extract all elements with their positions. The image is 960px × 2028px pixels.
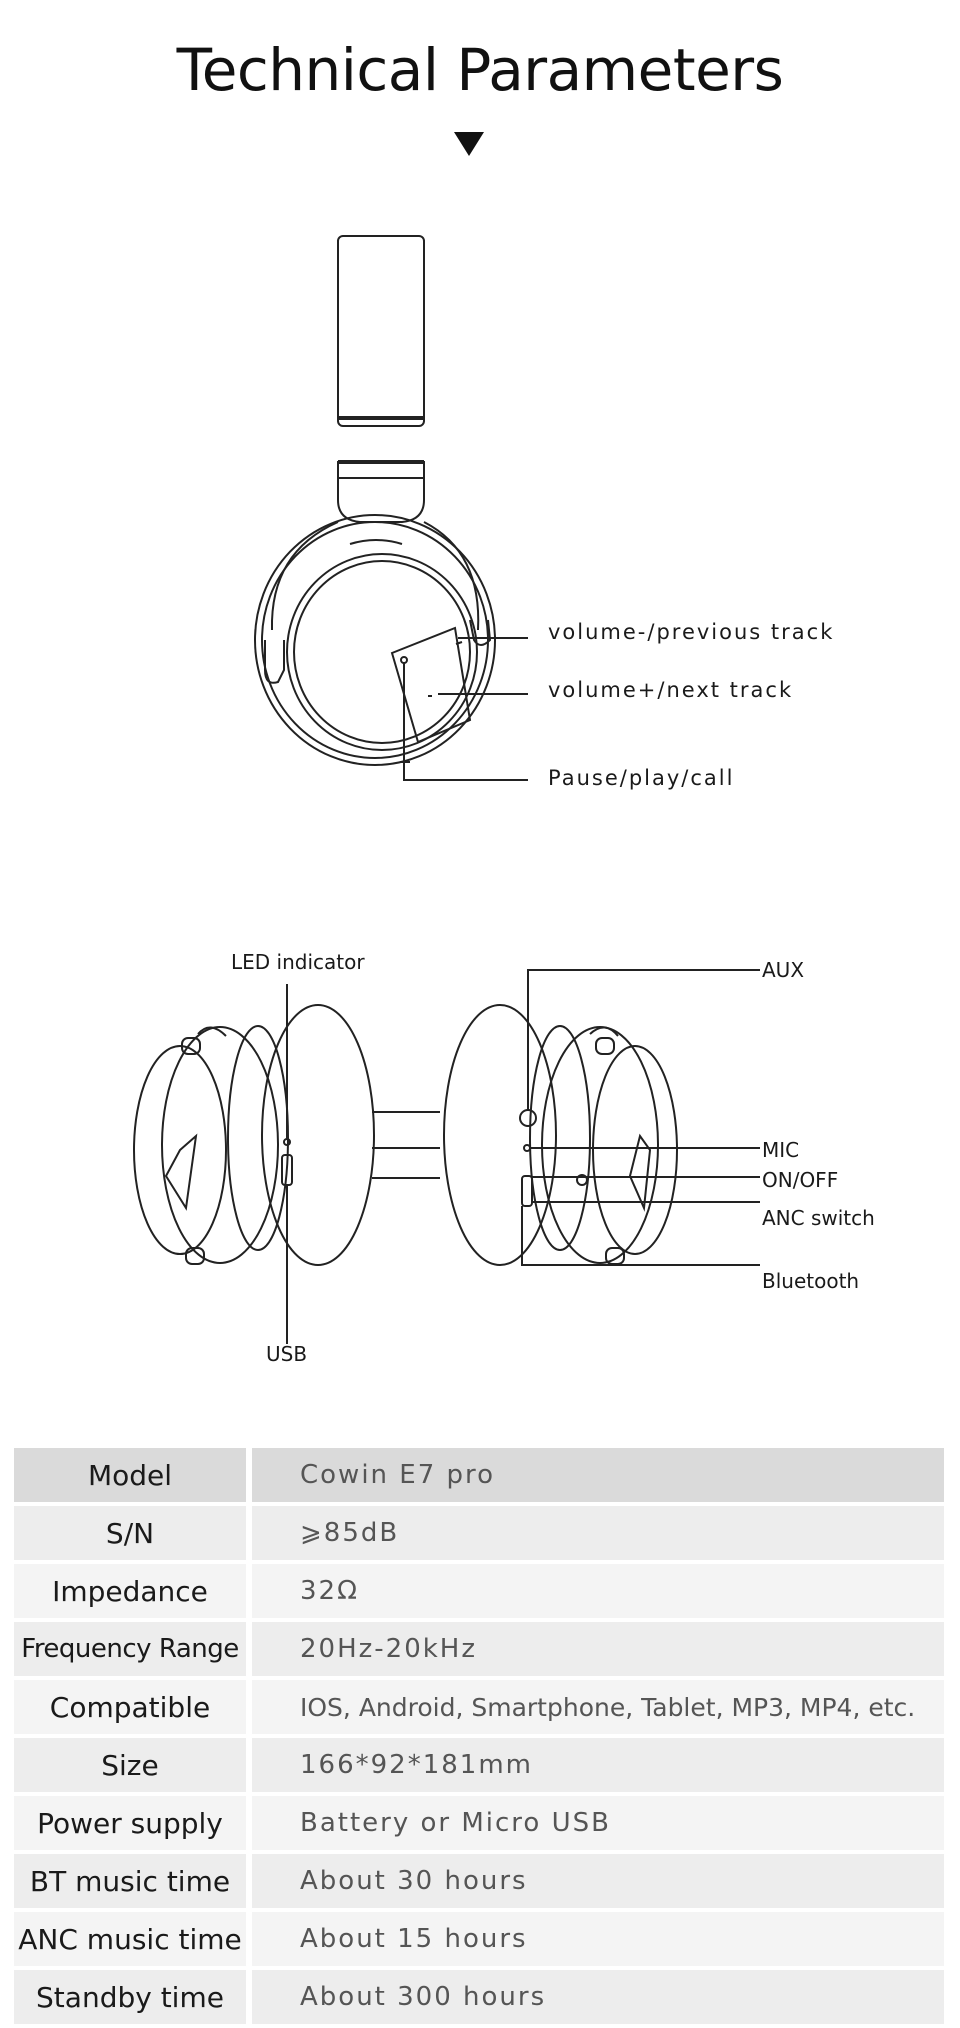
spec-label: Compatible: [14, 1680, 252, 1734]
table-row: ANC music time About 15 hours: [14, 1912, 944, 1966]
headphone-front-diagram: LED indicator USB AUX MIC ON/OFF ANC swi…: [0, 940, 960, 1380]
spec-label: Size: [14, 1738, 252, 1792]
headphone-side-diagram: volume-/previous track volume+/next trac…: [0, 200, 960, 820]
spec-value: ⩾85dB: [252, 1506, 944, 1560]
callout-bluetooth: Bluetooth: [762, 1269, 860, 1293]
spec-value: About 30 hours: [252, 1854, 944, 1908]
table-row: Standby time About 300 hours: [14, 1970, 944, 2024]
spec-value: 166*92*181mm: [252, 1738, 944, 1792]
spec-value: About 300 hours: [252, 1970, 944, 2024]
table-row: Model Cowin E7 pro: [14, 1448, 944, 1502]
table-row: Power supply Battery or Micro USB: [14, 1796, 944, 1850]
spec-label: Power supply: [14, 1796, 252, 1850]
callout-volume-up: volume+/next track: [548, 678, 794, 702]
callout-aux: AUX: [762, 958, 805, 982]
table-row: Size 166*92*181mm: [14, 1738, 944, 1792]
spec-value: IOS, Android, Smartphone, Tablet, MP3, M…: [252, 1680, 944, 1734]
spec-value: About 15 hours: [252, 1912, 944, 1966]
spec-label: Impedance: [14, 1564, 252, 1618]
page-title: Technical Parameters: [176, 36, 784, 104]
spec-value: 32Ω: [252, 1564, 944, 1618]
callout-on-off: ON/OFF: [762, 1168, 839, 1192]
callout-usb: USB: [266, 1342, 308, 1366]
spec-label: BT music time: [14, 1854, 252, 1908]
down-arrow-icon: [454, 132, 484, 156]
spec-label: Model: [14, 1448, 252, 1502]
table-row: S/N ⩾85dB: [14, 1506, 944, 1560]
spec-label: ANC music time: [14, 1912, 252, 1966]
spec-label: Frequency Range: [14, 1622, 252, 1676]
callout-volume-down: volume-/previous track: [548, 620, 835, 644]
spec-value: Cowin E7 pro: [252, 1448, 944, 1502]
spec-table: Model Cowin E7 pro S/N ⩾85dB Impedance 3…: [14, 1444, 944, 2028]
callout-anc-switch: ANC switch: [762, 1206, 875, 1230]
table-row: Frequency Range 20Hz-20kHz: [14, 1622, 944, 1676]
spec-label: S/N: [14, 1506, 252, 1560]
spec-value: Battery or Micro USB: [252, 1796, 944, 1850]
callout-mic: MIC: [762, 1138, 800, 1162]
callout-pause-play: Pause/play/call: [548, 766, 735, 790]
table-row: BT music time About 30 hours: [14, 1854, 944, 1908]
table-row: Impedance 32Ω: [14, 1564, 944, 1618]
spec-label: Standby time: [14, 1970, 252, 2024]
table-row: Compatible IOS, Android, Smartphone, Tab…: [14, 1680, 944, 1734]
spec-value: 20Hz-20kHz: [252, 1622, 944, 1676]
callout-led-indicator: LED indicator: [231, 950, 365, 974]
